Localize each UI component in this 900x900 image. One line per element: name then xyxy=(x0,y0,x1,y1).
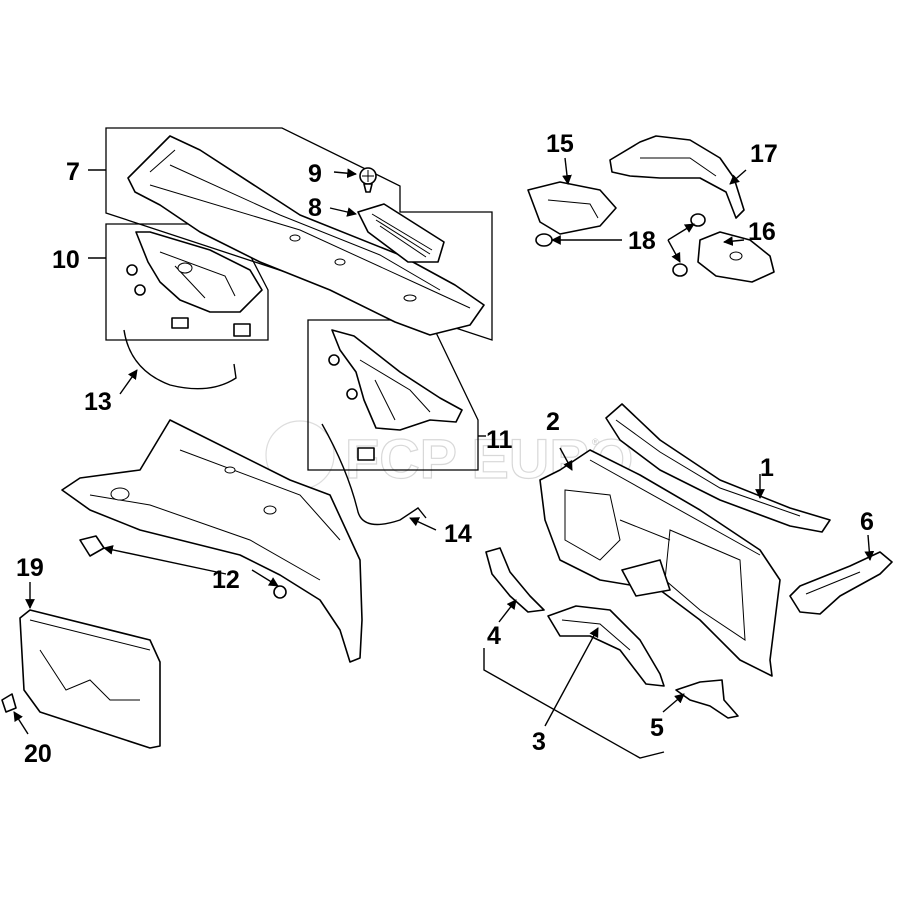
part-18-clips xyxy=(535,213,706,277)
callout-8: 8 xyxy=(308,194,322,222)
callout-1: 1 xyxy=(760,454,774,482)
part-16-bracket xyxy=(697,231,775,283)
part-10-cover xyxy=(126,231,263,337)
callout-11: 11 xyxy=(486,426,513,454)
callout-3: 3 xyxy=(532,728,546,756)
leader-lines xyxy=(13,157,875,759)
part-3-bracket xyxy=(547,605,665,687)
callout-13: 13 xyxy=(84,388,112,416)
part-11-cover xyxy=(328,329,463,461)
callout-16: 16 xyxy=(748,218,776,246)
part-12-insulator xyxy=(61,419,363,663)
callout-7: 7 xyxy=(66,158,80,186)
part-1-cowl-upper xyxy=(605,403,831,533)
part-6-bracket xyxy=(789,551,893,615)
callout-14: 14 xyxy=(444,520,472,548)
part-15-bracket xyxy=(527,181,617,235)
callout-5: 5 xyxy=(650,714,664,742)
part-5-bracket xyxy=(675,679,739,719)
callout-19: 19 xyxy=(16,554,44,582)
callout-4: 4 xyxy=(487,622,501,650)
frame-group-7 xyxy=(105,127,493,341)
part-17-bracket xyxy=(609,135,745,219)
part-8-grille xyxy=(357,203,445,263)
callout-20: 20 xyxy=(24,740,52,768)
part-7-cowl-panel xyxy=(127,135,485,336)
part-2-dash-panel xyxy=(539,449,781,677)
callout-12: 12 xyxy=(212,566,240,594)
callout-17: 17 xyxy=(750,140,778,168)
part-19-insulator xyxy=(19,609,161,749)
callout-15: 15 xyxy=(546,130,574,158)
callout-10: 10 xyxy=(52,246,80,274)
part-20-clip xyxy=(1,693,17,713)
part-4-bracket xyxy=(485,547,545,613)
callout-2: 2 xyxy=(546,408,560,436)
part-13-seal xyxy=(123,329,237,390)
callout-9: 9 xyxy=(308,160,322,188)
watermark-mark: ® xyxy=(592,437,599,447)
callout-6: 6 xyxy=(860,508,874,536)
callout-labels: 1 2 3 4 5 6 7 8 9 10 11 12 13 14 15 16 1… xyxy=(16,130,874,768)
part-9-clip xyxy=(359,167,377,193)
callout-18: 18 xyxy=(628,227,656,255)
part-14-hose xyxy=(321,423,427,526)
